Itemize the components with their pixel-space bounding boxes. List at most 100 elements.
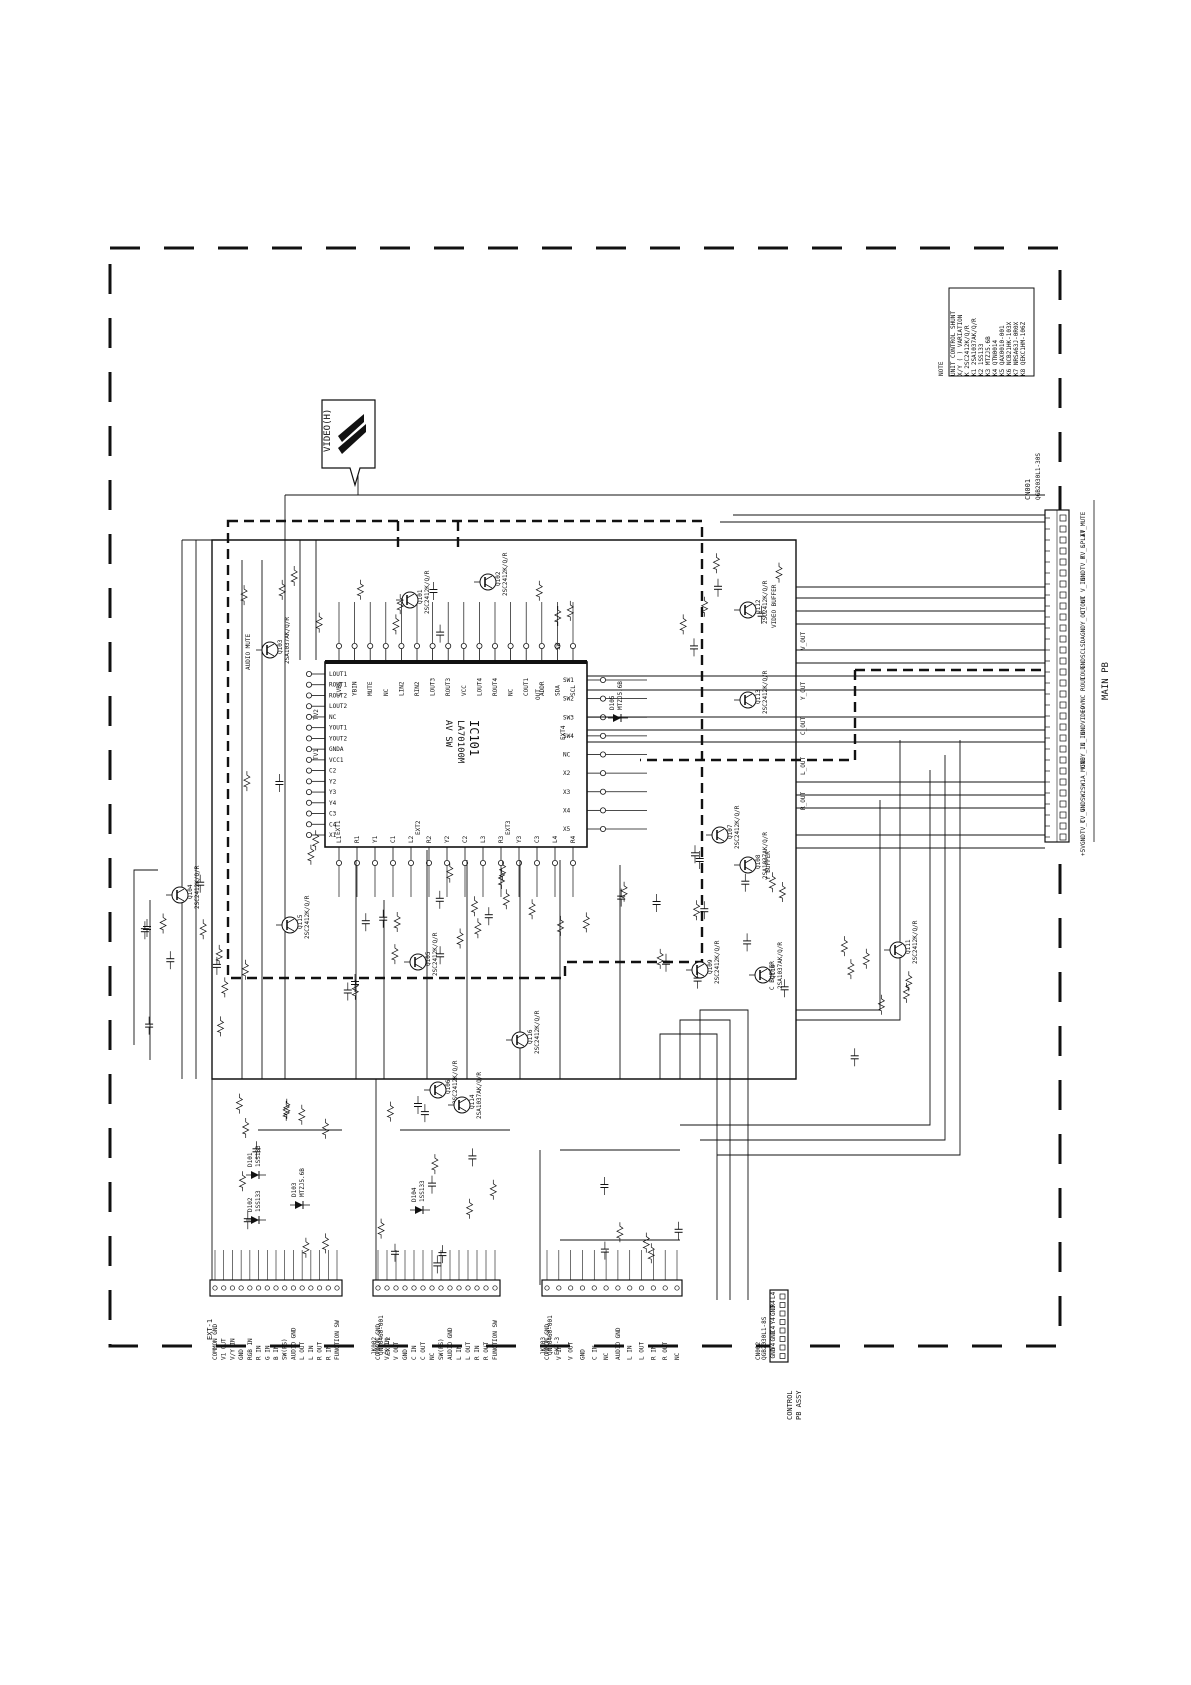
connector-pin	[1059, 514, 1067, 522]
capacitor	[468, 1148, 477, 1167]
connector-pin-label: GND	[770, 1330, 777, 1341]
connector-pin	[1059, 701, 1067, 709]
ic-func: AV SW	[443, 720, 453, 748]
resistor	[240, 585, 248, 606]
connector-pin	[375, 1285, 381, 1291]
transistor-ref: Q113	[755, 689, 762, 704]
connector-pin-label: NC	[1080, 595, 1087, 603]
ic-pin	[461, 860, 468, 867]
connector-pin	[221, 1285, 227, 1291]
transistor-ref: Q112	[755, 599, 762, 614]
note-line: K8 QEKC1HM-106Z	[1020, 321, 1027, 376]
capacitor	[691, 845, 699, 864]
ic-pin-label: SW4	[563, 733, 574, 740]
control-connector-label-1: CONTROL	[786, 1390, 794, 1420]
transistor-ref: Q114	[469, 1094, 476, 1109]
ic-pin-label: L3	[480, 835, 487, 843]
connector-pin	[779, 1293, 786, 1300]
main-connector-ref: CN001	[1024, 479, 1032, 500]
resistor	[535, 580, 544, 601]
capacitor	[429, 582, 438, 600]
diode-ref: D105	[609, 695, 616, 710]
connector-pin	[556, 1285, 562, 1291]
capacitor	[662, 953, 670, 972]
ic-pin	[353, 860, 360, 867]
connector-pin	[465, 1285, 471, 1291]
connector-pin	[1059, 580, 1067, 588]
transistor-ref: Q109	[707, 959, 714, 974]
connector-pin	[273, 1285, 279, 1291]
ic-pin-label: Y3	[329, 789, 337, 796]
connector-pin-label: LOUT	[1080, 665, 1087, 680]
ic-pin	[570, 860, 577, 867]
connector-pin-label: FUNCTION SW	[492, 1320, 499, 1360]
board-outline	[211, 539, 797, 1080]
ic-pin	[305, 756, 312, 763]
connector-pin	[212, 1285, 218, 1291]
connector-pin	[1059, 712, 1067, 720]
ic-pin	[305, 724, 312, 731]
connector-pin-label: L OUT	[299, 1342, 306, 1360]
connector-pin	[229, 1285, 235, 1291]
resistor	[386, 1101, 395, 1122]
ic-pin	[600, 807, 607, 814]
connector-pin-label: COMMON GND	[212, 1323, 219, 1360]
connector-pin	[1059, 690, 1067, 698]
resistor	[377, 1218, 385, 1239]
connector-pin-label: C IN	[591, 1345, 598, 1360]
connector-pin	[1059, 789, 1067, 797]
ic-pin-label: NC	[329, 714, 337, 721]
transistor-part: 2SA1037AK/Q/R	[762, 832, 769, 879]
capacitor	[243, 1211, 252, 1230]
ic-ref: IC101	[467, 720, 481, 756]
ic-pin-label: SCL	[570, 685, 577, 696]
connector-pin-label: GND	[238, 1349, 245, 1360]
capacitor	[145, 1016, 154, 1035]
connector-pin-label: C4	[770, 1325, 777, 1333]
connector-pin-label: C OUT	[420, 1342, 427, 1360]
connector-pin-label: C IN	[411, 1345, 418, 1360]
capacitor	[435, 890, 444, 909]
ic-pin	[335, 860, 342, 867]
resistor	[582, 912, 591, 933]
ic-pin	[600, 695, 607, 702]
ic-section-label: EXT4	[560, 725, 567, 740]
resistor	[301, 1237, 310, 1258]
connector-pin	[1059, 569, 1067, 577]
connector-pin-label: L IN	[308, 1345, 315, 1360]
ic-pin-label: R2	[426, 835, 433, 843]
connector-pin	[299, 1285, 305, 1291]
note-line: X/Y ( ) VARIATION	[957, 314, 964, 376]
connector-pin-label: C_IN	[1080, 731, 1087, 746]
ic-pin	[523, 643, 530, 650]
connector-pin	[603, 1285, 609, 1291]
resistor	[351, 979, 360, 1000]
resistor	[489, 1179, 498, 1200]
resistor	[278, 579, 286, 600]
ic-pin-label: L1	[336, 835, 343, 843]
capacitor	[433, 1255, 442, 1274]
connector-pin-label: SW1	[1080, 779, 1087, 790]
connector-pin-label: NC	[429, 1352, 436, 1360]
ic-pin-label: ROUT4	[492, 678, 499, 696]
ic-pin	[600, 751, 607, 758]
connector-pin	[1059, 525, 1067, 533]
transistor-part: 2SC2412K/Q/R	[762, 670, 769, 714]
ext3-ref: JK003	[540, 1337, 547, 1355]
connector-pin-label: R IN	[325, 1345, 332, 1360]
resistor	[215, 944, 223, 965]
capacitor	[617, 888, 626, 907]
capacitor	[700, 901, 709, 920]
resistor	[647, 1243, 656, 1264]
note-line: K 2SC2412K/Q/R	[964, 325, 971, 376]
ic-pin	[600, 826, 607, 833]
resistor	[311, 830, 320, 851]
transistor-part: 2SA1037AK/Q/R	[777, 942, 784, 989]
connector-pin-label: +5V	[1080, 845, 1087, 856]
capacitor	[674, 1221, 683, 1240]
resistor	[768, 872, 777, 893]
